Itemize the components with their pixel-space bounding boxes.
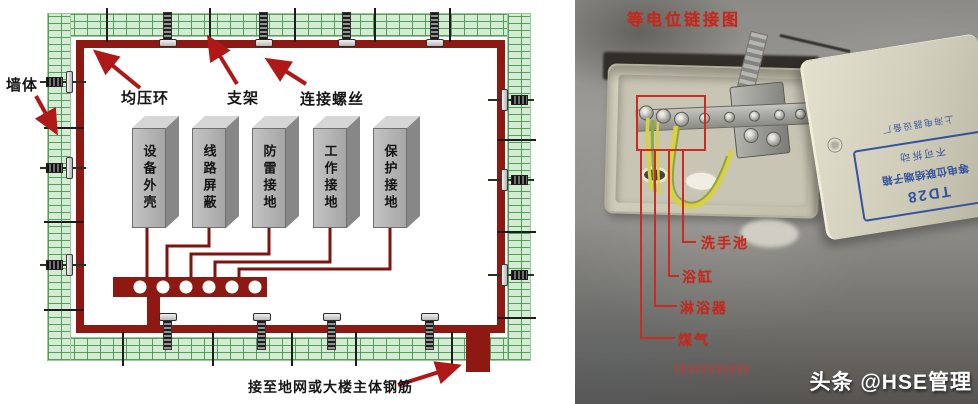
connecting-screw-icon <box>253 313 271 355</box>
wall-clamp-icon <box>488 89 534 111</box>
cover-label: TD28 等电位联结端子箱 不可拆动 上海电器设备厂 <box>841 55 978 223</box>
ground-tap <box>466 325 490 372</box>
label-ground-note: 接至地网或大楼主体钢筋 <box>248 379 413 395</box>
callout-arrows <box>34 34 462 387</box>
label-wash-basin: 洗手池 <box>701 235 749 251</box>
system-box-equipment-shell: 设备外壳 <box>132 116 180 228</box>
connecting-screw-icon <box>426 12 444 54</box>
system-box-label: 线路屏蔽 <box>201 144 217 212</box>
label-connecting-screws: 连接螺丝 <box>300 91 365 108</box>
ground-wires-photo <box>645 117 735 209</box>
equipotential-photo-panel: TD28 等电位联结端子箱 不可拆动 上海电器设备厂 等电位链接图 洗手池 浴缸… <box>575 0 978 404</box>
connecting-screw-icon <box>255 12 273 54</box>
system-box-protective-ground: 保护接地 <box>373 116 421 228</box>
system-box-lightning-ground: 防雷接地 <box>252 116 300 228</box>
bus-bar-holes <box>133 280 262 294</box>
connecting-screw-icon <box>159 12 177 54</box>
photo-overlay <box>636 95 735 339</box>
label-bracket: 支架 <box>227 90 260 107</box>
connecting-screw-icon <box>323 313 341 355</box>
faint-red-watermark <box>675 364 749 374</box>
wall-clamp-icon <box>40 157 86 179</box>
system-box-line-shield: 线路屏蔽 <box>192 116 240 228</box>
cover-screw-hole-icon <box>826 136 844 154</box>
toutiao-watermark: 头条 @HSE管理 <box>809 371 972 394</box>
terminal-box-cover: TD28 等电位联结端子箱 不可拆动 上海电器设备厂 <box>798 33 978 241</box>
bus-bar-stem <box>147 297 160 329</box>
wall-clamp-icon <box>488 169 534 191</box>
label-wall: 墙体 <box>6 77 39 94</box>
system-box-working-ground: 工作接地 <box>313 116 361 228</box>
system-box-label: 防雷接地 <box>261 144 277 212</box>
wall-bracket-ticks <box>44 8 536 366</box>
cover-label-box: TD28 等电位联结端子箱 不可拆动 <box>852 129 978 223</box>
wall-clamp-icon <box>40 254 86 276</box>
red-annotation-lines <box>636 95 706 339</box>
ground-wires <box>145 228 392 277</box>
label-gas: 煤气 <box>678 332 710 348</box>
brick-wall-left <box>47 13 71 361</box>
connecting-screw-icon <box>421 313 439 355</box>
photo-title: 等电位链接图 <box>627 12 742 29</box>
label-bathtub: 浴缸 <box>682 269 714 285</box>
label-equalizing-ring: 均压环 <box>121 90 170 107</box>
label-shower: 淋浴器 <box>680 300 728 316</box>
wall-clamp-icon <box>488 264 534 286</box>
connecting-screw-icon <box>338 12 356 54</box>
grounding-diagram-panel: 设备外壳 线路屏蔽 防雷接地 工作接地 保护接地 墙体 均压环 支架 连接螺丝 … <box>6 8 536 395</box>
system-box-label: 工作接地 <box>322 144 338 212</box>
wall-clamp-icon <box>40 71 86 93</box>
system-box-label: 设备外壳 <box>141 144 157 212</box>
system-box-label: 保护接地 <box>382 144 398 212</box>
connecting-screw-icon <box>159 313 177 355</box>
